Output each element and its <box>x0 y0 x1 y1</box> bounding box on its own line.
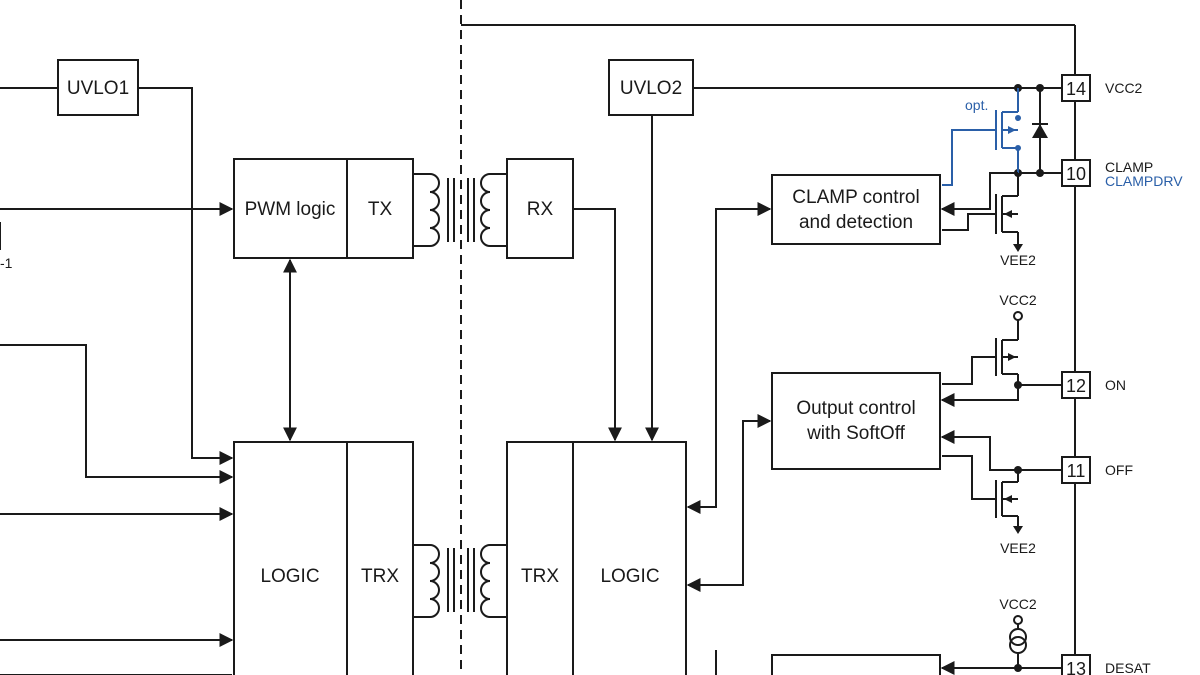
uvlo1-block: UVLO1 <box>57 59 139 116</box>
logic-left-block: LOGIC <box>233 441 348 675</box>
rx-label: RX <box>527 199 554 220</box>
clamp-control-line2: and detection <box>799 212 913 233</box>
uvlo2-block: UVLO2 <box>608 59 694 116</box>
clamp-control-block: CLAMP control and detection <box>771 174 941 245</box>
vcc2-desat-label: VCC2 <box>999 596 1037 612</box>
pin-12: 12 ON <box>1061 371 1126 399</box>
current-source-icon <box>1009 624 1027 668</box>
trx-right-block: TRX <box>506 441 574 675</box>
logic-left-label: LOGIC <box>260 566 319 587</box>
pin-14-name: VCC2 <box>1105 80 1143 96</box>
trx-left-label: TRX <box>361 566 399 587</box>
pwm-logic-block: PWM logic <box>233 158 348 259</box>
clamp-control-line1: CLAMP control <box>792 187 919 208</box>
left-cut-label: -1 <box>0 255 13 271</box>
logic-right-label: LOGIC <box>600 566 659 587</box>
pin-13: 13 DESAT <box>1061 654 1151 675</box>
off-sense-wire <box>940 430 1018 471</box>
desat-block <box>771 654 941 675</box>
vcc2-desat-terminal <box>1013 615 1023 625</box>
tx-transformer-coil <box>413 173 440 247</box>
on-gate-wire <box>942 356 996 385</box>
uvlo1-label: UVLO1 <box>67 78 129 99</box>
pwm-logic-label: PWM logic <box>245 199 336 220</box>
pin-11-number: 11 <box>1067 461 1086 481</box>
primary-input-a-wire <box>0 344 234 484</box>
pin-10-alt-name: CLAMPDRV <box>1105 173 1183 189</box>
pin-10: 10 CLAMP CLAMPDRV <box>1061 159 1183 189</box>
output-control-line1: Output control <box>796 398 915 419</box>
pin-13-number: 13 <box>1066 659 1086 675</box>
rx-transformer-coil <box>480 173 507 247</box>
optional-pmos-icon <box>995 88 1021 173</box>
off-nmos-icon <box>995 470 1023 534</box>
vee2-clamp-label: VEE2 <box>1000 252 1036 268</box>
trx-left-transformer-coil <box>413 544 440 618</box>
pin-14: 14 VCC2 <box>1061 74 1143 102</box>
opt-label: opt. <box>965 97 988 113</box>
logic-output-bidir-wire <box>686 414 772 592</box>
on-pmos-icon <box>995 320 1019 385</box>
pin-12-number: 12 <box>1066 376 1086 396</box>
logic-clamp-bidir-wire <box>686 202 772 514</box>
trx-right-transformer-coil <box>480 544 507 618</box>
vcc2-on-terminal <box>1013 311 1023 321</box>
clamp-nmos-gate-wire <box>942 213 996 231</box>
rx-to-logic-wire <box>573 208 622 442</box>
pin-14-number: 14 <box>1066 79 1086 99</box>
pin-10-number: 10 <box>1066 164 1086 184</box>
tx-label: TX <box>368 199 393 220</box>
off-gate-wire <box>942 455 996 500</box>
clamp-diode-icon <box>1032 88 1048 173</box>
pin-13-name: DESAT <box>1105 660 1151 675</box>
clamp-nmos-icon <box>995 173 1023 252</box>
pin-11: 11 OFF <box>1061 456 1133 484</box>
trx-left-block: TRX <box>346 441 414 675</box>
optional-pmos-gate-wire <box>942 129 996 186</box>
pin-11-name: OFF <box>1105 462 1133 478</box>
on-sense-wire <box>940 385 1019 407</box>
clamp-sense-wire <box>940 172 1018 216</box>
pin-10-name: CLAMP <box>1105 159 1153 175</box>
vcc2-on-label: VCC2 <box>999 292 1037 308</box>
uvlo1-to-logic-wire <box>138 87 234 465</box>
rx-block: RX <box>506 158 574 259</box>
logic-right-block: LOGIC <box>572 441 687 675</box>
uvlo2-label: UVLO2 <box>620 78 682 99</box>
pin-12-name: ON <box>1105 377 1126 393</box>
vee2-off-label: VEE2 <box>1000 540 1036 556</box>
output-control-block: Output control with SoftOff <box>771 372 941 470</box>
trx-right-label: TRX <box>521 566 559 587</box>
tx-block: TX <box>346 158 414 259</box>
output-control-line2: with SoftOff <box>806 423 906 444</box>
